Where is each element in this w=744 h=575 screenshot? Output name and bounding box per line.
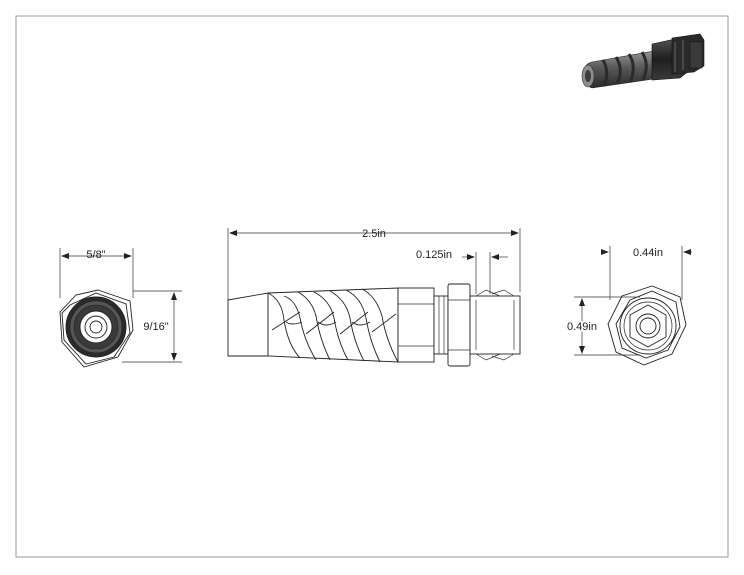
back-width-label: 0.44in xyxy=(633,247,663,259)
iso-view xyxy=(581,33,705,89)
back-view: 0.44in 0.49in xyxy=(566,246,692,366)
front-height-label: 9/16" xyxy=(143,321,168,333)
back-height-label: 0.49in xyxy=(567,321,597,333)
front-view: 5/8" 9/16" xyxy=(59,248,182,368)
drawing-frame xyxy=(15,15,729,558)
side-length-label: 2.5in xyxy=(362,228,386,240)
cable-gland-isometric-icon xyxy=(581,33,705,89)
front-width-label: 5/8" xyxy=(86,249,105,261)
side-thread-label: 0.125in xyxy=(416,249,452,261)
side-view: 2.5in 0.125in xyxy=(227,228,521,367)
